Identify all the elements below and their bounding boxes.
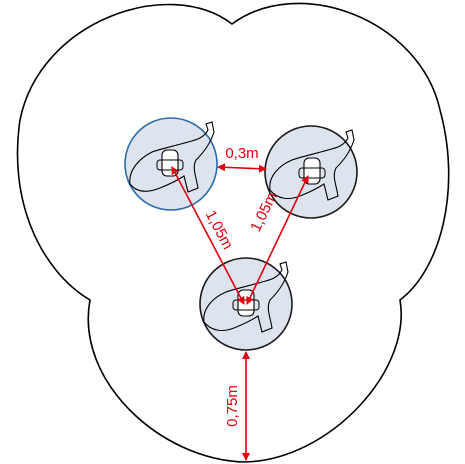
right-diagonal-dimension-line [246, 175, 309, 305]
left-diagonal-dimension-label: 1,05m [202, 207, 237, 252]
bottom-clearance-dimension-label: 0,75m [224, 385, 241, 427]
gap-dimension-line [217, 163, 267, 173]
person-outline [129, 121, 215, 193]
gap-dimension-label: 0,3m [225, 145, 258, 162]
clearance-boundary [16, 2, 450, 463]
left-diagonal-dimension-line [171, 166, 245, 305]
person-head [161, 149, 179, 177]
person-top-right [264, 125, 358, 219]
right-diagonal-dimension-label: 1,05m [247, 190, 281, 235]
person-bottom [199, 257, 293, 351]
person-top-left [124, 117, 218, 211]
person-shoulders [156, 159, 184, 171]
person-shoulders [232, 299, 260, 311]
person-shoulders [298, 167, 326, 179]
